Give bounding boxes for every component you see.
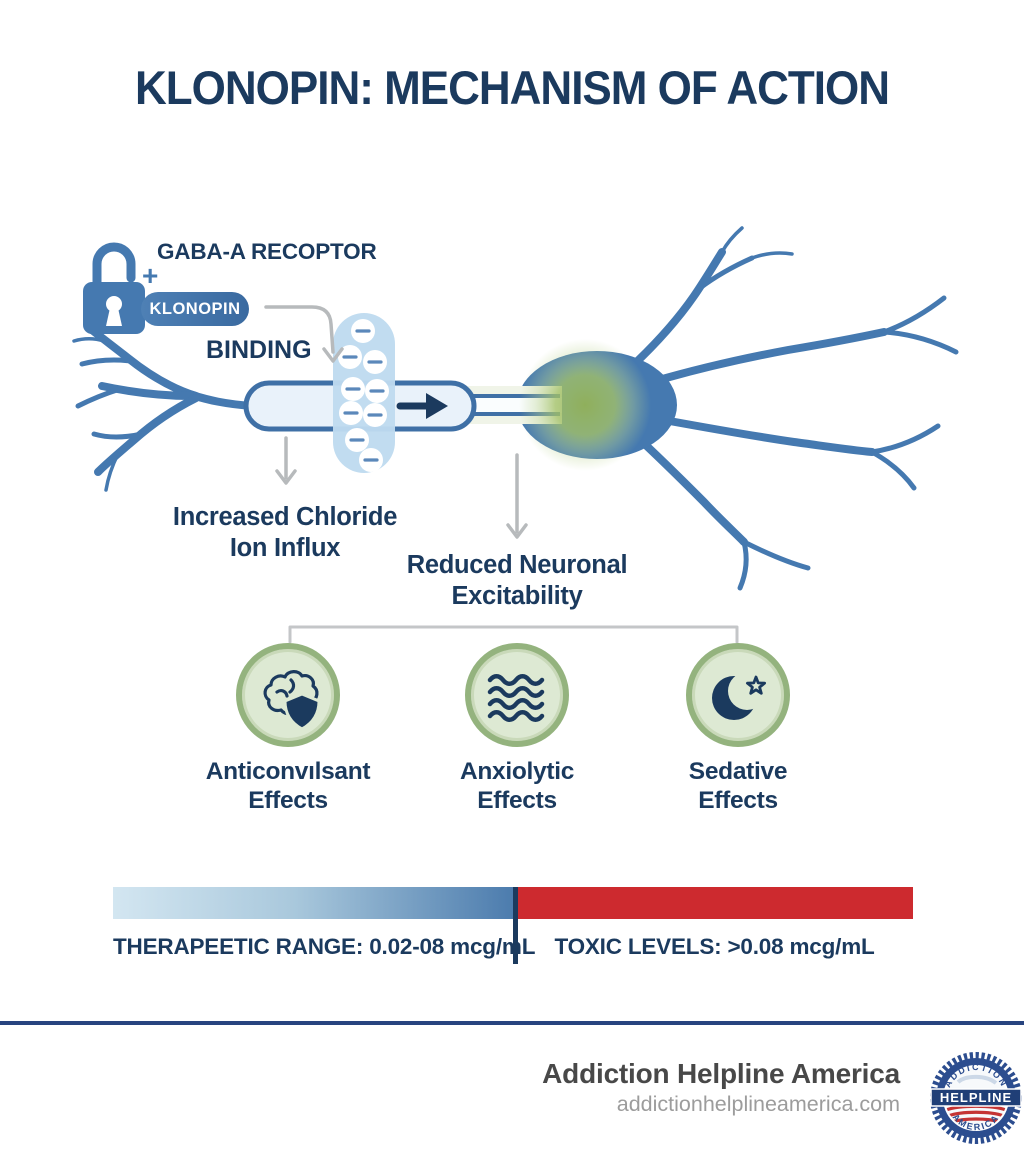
axon-channel (462, 386, 562, 424)
excitability-arrow-icon (506, 453, 528, 539)
gaba-receptor-label: GABA-A RECOPTOR (157, 239, 377, 264)
klonopin-pill: KLONOPIN (141, 292, 249, 326)
right-dendrites (624, 226, 959, 591)
therapeutic-range-bar (113, 887, 516, 919)
plus-icon: + (142, 260, 159, 291)
brain-shield-icon (263, 670, 321, 731)
effects-bracket (288, 625, 739, 644)
effect-circle-sedative (686, 643, 790, 747)
page-title: KLONOPIN: MECHANISM OF ACTION (135, 62, 890, 115)
waves-icon (487, 674, 545, 722)
moon-star-icon (712, 672, 766, 720)
helpline-badge-icon: ADDICTION AMERICA HELPLINE (930, 1052, 1022, 1144)
badge-middle-label: HELPLINE (940, 1090, 1012, 1105)
effect-circle-anticonvulsant (236, 643, 340, 747)
binding-label: BINDING (206, 336, 312, 364)
therapeutic-range-label: THERAPEETIC RANGE: 0.02-08 mcg/mL (113, 934, 536, 959)
axon (243, 380, 477, 432)
toxic-level-label: TOXIC LEVELS: >0.08 mcg/mL (554, 934, 875, 959)
chloride-ion-icons (338, 319, 389, 472)
axon-arrow-icon (396, 393, 448, 419)
toxic-level-bar (516, 887, 913, 919)
soma-glow (519, 339, 651, 471)
footer-divider (0, 1021, 1024, 1025)
lock-icon (83, 242, 145, 334)
range-divider (513, 887, 518, 964)
chloride-arrow-icon (275, 436, 297, 485)
soma (517, 351, 677, 459)
footer-website: addictionhelplineamerica.com (616, 1092, 900, 1116)
klonopin-pill-label: KLONOPIN (149, 299, 241, 318)
footer-brand: Addiction Helpline America (542, 1058, 900, 1089)
chloride-influx-label: Increased Chloride Ion Influx (172, 503, 398, 562)
excitability-label: Reduced Neuronal Excitability (406, 551, 628, 610)
gaba-receptor-channel (333, 313, 395, 473)
effect-circle-anxiolytic (465, 643, 569, 747)
